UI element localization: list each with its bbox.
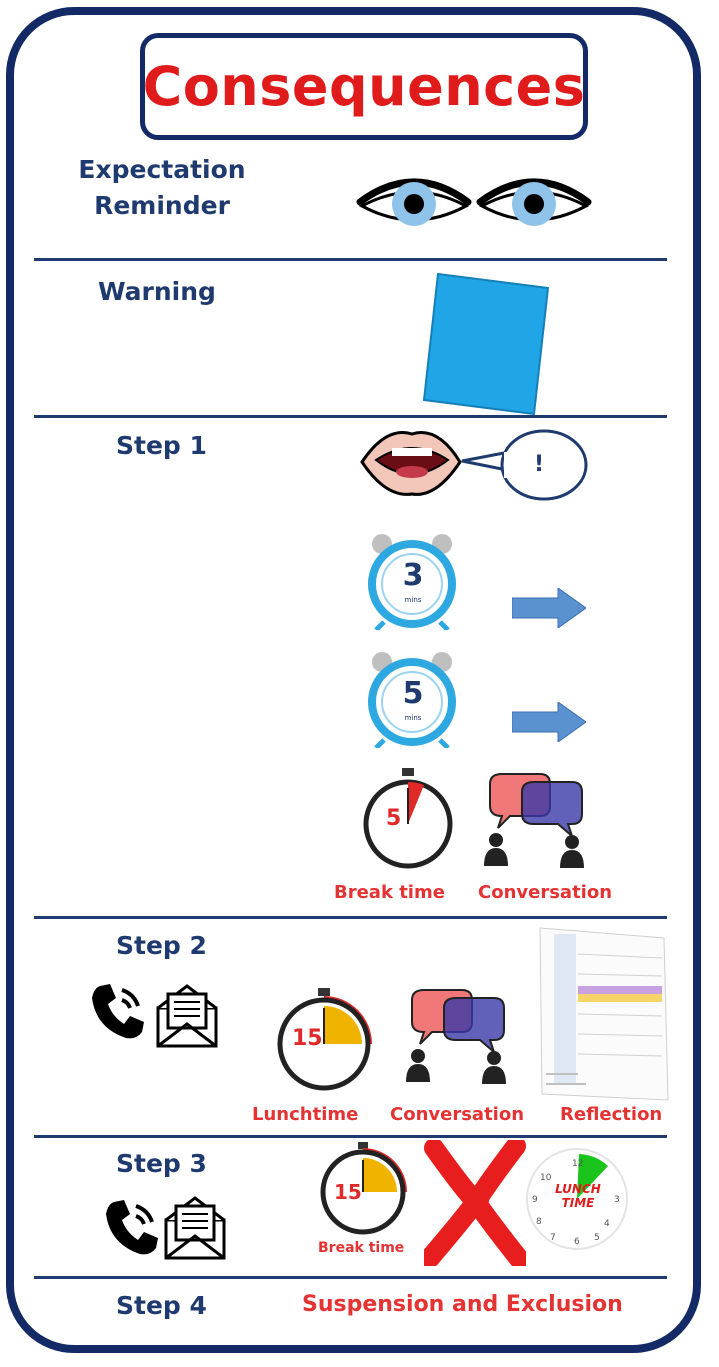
expectation-label-line2: Reminder [72, 188, 252, 224]
timer-5-unit: mins [396, 714, 430, 722]
timer-3-unit: mins [396, 596, 430, 604]
lunch-clock-text: LUNCH TIME [538, 1182, 618, 1210]
conversation-icon [402, 986, 512, 1086]
left-eye-icon [360, 182, 468, 226]
step4-outcome: Suspension and Exclusion [302, 1292, 623, 1317]
envelope-letter-icon [162, 1194, 228, 1262]
lunch-clock-line2: TIME [538, 1196, 618, 1210]
svg-text:7: 7 [550, 1233, 556, 1243]
svg-text:5: 5 [594, 1233, 600, 1243]
reflection-label: Reflection [560, 1104, 662, 1125]
step2-label: Step 2 [116, 928, 207, 964]
divider-3 [34, 916, 667, 919]
reflection-sheet-icon [538, 924, 670, 1102]
lunch-timer-value: 15 [292, 1026, 323, 1051]
conversation-icon [480, 770, 590, 870]
arrow-right-icon [512, 702, 586, 742]
timer-5-value: 5 [396, 676, 430, 711]
break-time-label: Break time [334, 882, 445, 903]
page-title: Consequences [143, 55, 586, 118]
expectation-label: Expectation Reminder [72, 152, 252, 224]
divider-4 [34, 1135, 667, 1138]
step1-label: Step 1 [116, 428, 207, 464]
lunchtime-label: Lunchtime [252, 1104, 358, 1125]
divider-5 [34, 1276, 667, 1279]
break-time-label: Break time [318, 1240, 404, 1256]
svg-text:12: 12 [572, 1159, 583, 1169]
speech-bubble-text: ! [534, 452, 544, 477]
svg-text:8: 8 [536, 1217, 542, 1227]
stopwatch-icon [358, 766, 458, 870]
lunch-timer-icon [272, 986, 384, 1096]
envelope-letter-icon [154, 982, 220, 1050]
divider-1 [34, 258, 667, 261]
blue-card-icon [416, 268, 556, 416]
title-box: Consequences [140, 33, 588, 140]
svg-text:4: 4 [604, 1219, 610, 1229]
mouth-icon [356, 424, 466, 500]
phone-icon [100, 1196, 164, 1260]
phone-icon [86, 980, 150, 1044]
conversation-label: Conversation [390, 1104, 524, 1125]
break-timer-value: 15 [334, 1180, 362, 1204]
stopwatch-value: 5 [386, 806, 401, 831]
step4-label: Step 4 [116, 1288, 207, 1324]
arrow-right-icon [512, 588, 586, 628]
divider-2 [34, 415, 667, 418]
lunch-clock-line1: LUNCH [538, 1182, 618, 1196]
expectation-label-line1: Expectation [72, 152, 252, 188]
conversation-label: Conversation [478, 882, 612, 903]
break-timer-icon [316, 1140, 416, 1242]
speech-bubble-icon [460, 427, 590, 507]
warning-label: Warning [98, 274, 216, 310]
red-cross-icon [424, 1140, 526, 1266]
right-eye-icon [480, 182, 588, 226]
svg-text:6: 6 [574, 1237, 580, 1247]
step3-label: Step 3 [116, 1146, 207, 1182]
timer-3-value: 3 [396, 558, 430, 593]
eyes-icon [356, 160, 592, 240]
